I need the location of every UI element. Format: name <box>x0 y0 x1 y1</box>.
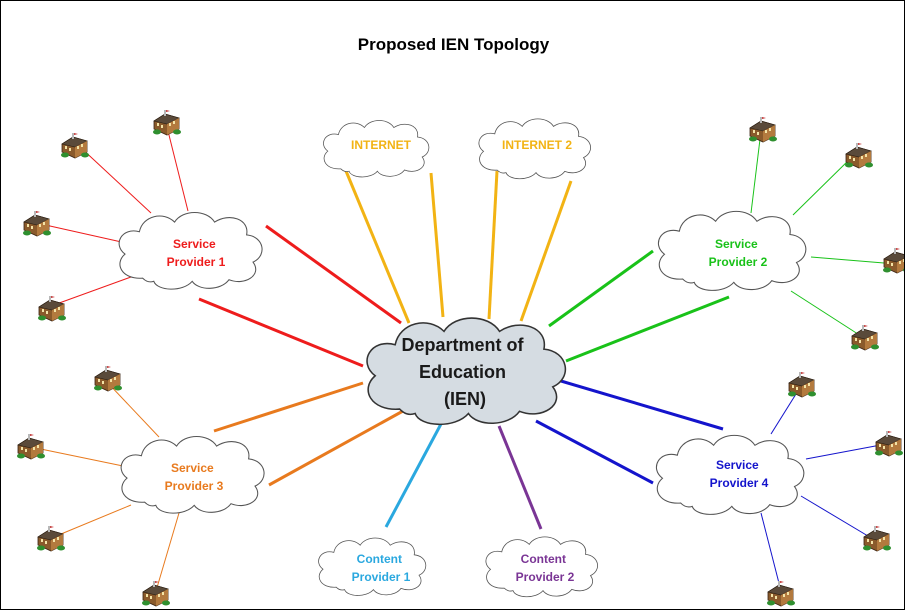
sp3-trunk-link <box>268 409 404 487</box>
sp3-school-link <box>30 446 124 467</box>
sp4-school-link <box>760 512 782 592</box>
sp1-trunk-link <box>198 297 364 368</box>
svg-text:Department of Educatio: Department of Education (IEN) <box>401 335 528 409</box>
sp2-trunk-link <box>565 295 730 363</box>
sp1-school-link <box>78 145 152 214</box>
center-label-line2: Education <box>419 362 506 382</box>
sp4-cloud <box>655 434 805 516</box>
sp1-label-line2: Provider 1 <box>167 255 226 269</box>
sp2-school-link <box>792 155 854 216</box>
cp2-cloud <box>485 536 599 598</box>
sp2-school-link <box>750 130 762 214</box>
center-label-line1: Department of <box>401 335 524 355</box>
sp1-school-link <box>165 122 189 212</box>
sp3-school-link <box>105 380 160 438</box>
sp4-school-link <box>805 443 887 460</box>
sp3-school-link <box>155 512 180 592</box>
cp2-label-line1: Content <box>521 552 566 566</box>
school-building-icon <box>844 142 873 169</box>
cp1-link <box>384 423 443 528</box>
school-building-icon <box>36 525 65 552</box>
svg-text:Service Provider 4: Service Provider 4 <box>710 458 769 490</box>
internet2-link <box>487 170 499 320</box>
sp4-label-line1: Service <box>716 458 759 472</box>
sp4-school-link <box>800 495 874 540</box>
cp2-link <box>497 425 543 530</box>
sp1-school-link <box>50 276 132 307</box>
school-building-icon <box>882 247 904 274</box>
sp2-school-link <box>810 256 897 265</box>
sp3-label-line1: Service <box>171 461 214 475</box>
cloud-nodes <box>118 118 807 598</box>
cp2-label-line2: Provider 2 <box>516 570 575 584</box>
internet-link <box>429 172 445 318</box>
internet2-link <box>519 180 573 322</box>
school-building-icon <box>850 324 879 351</box>
school-building-icon <box>787 371 816 398</box>
sp4-trunk-link <box>560 379 724 431</box>
cp1-label-line1: Content <box>357 552 402 566</box>
sp2-label-line2: Provider 2 <box>709 255 768 269</box>
school-building-icon <box>141 580 170 607</box>
school-building-icon <box>748 116 777 143</box>
svg-text:Service Provider 3: Service Provider 3 <box>165 461 224 493</box>
internet-link <box>344 170 411 324</box>
sp4-trunk-link <box>535 419 654 485</box>
school-building-icon <box>93 365 122 392</box>
cloud-labels: Department of Education (IEN) INTERNET I… <box>165 138 769 584</box>
svg-text:Content Provider 2: Content Provider 2 <box>516 552 575 584</box>
internet-label: INTERNET <box>351 138 412 152</box>
diagram-title: Proposed IEN Topology <box>357 35 550 54</box>
trunk-links <box>198 170 730 530</box>
internet2-label: INTERNET 2 <box>502 138 572 152</box>
sp2-trunk-link <box>548 249 654 328</box>
school-building-icon <box>862 525 891 552</box>
sp1-school-link <box>40 223 127 244</box>
school-building-icon <box>22 210 51 237</box>
svg-text:Service Provider 2: Service Provider 2 <box>709 237 768 269</box>
svg-text:Content Provider 1: Content Provider 1 <box>352 552 411 584</box>
school-building-icon <box>874 430 903 457</box>
sp4-label-line2: Provider 4 <box>710 476 769 490</box>
sp3-trunk-link <box>213 381 364 433</box>
sp2-label-line1: Service <box>715 237 758 251</box>
cp1-label-line2: Provider 1 <box>352 570 411 584</box>
school-building-icon <box>37 295 66 322</box>
sp3-school-link <box>48 504 132 540</box>
sp2-school-link <box>790 290 862 337</box>
svg-text:Service Provider 1: Service Provider 1 <box>167 237 226 269</box>
cp1-cloud <box>318 537 427 596</box>
school-building-icon <box>16 433 45 460</box>
sp1-trunk-link <box>265 224 402 325</box>
school-building-icon <box>60 132 89 159</box>
school-building-icon <box>766 580 795 607</box>
center-label-line3: (IEN) <box>444 389 486 409</box>
sp1-label-line1: Service <box>173 237 216 251</box>
sp3-label-line2: Provider 3 <box>165 479 224 493</box>
school-building-icon <box>152 109 181 136</box>
